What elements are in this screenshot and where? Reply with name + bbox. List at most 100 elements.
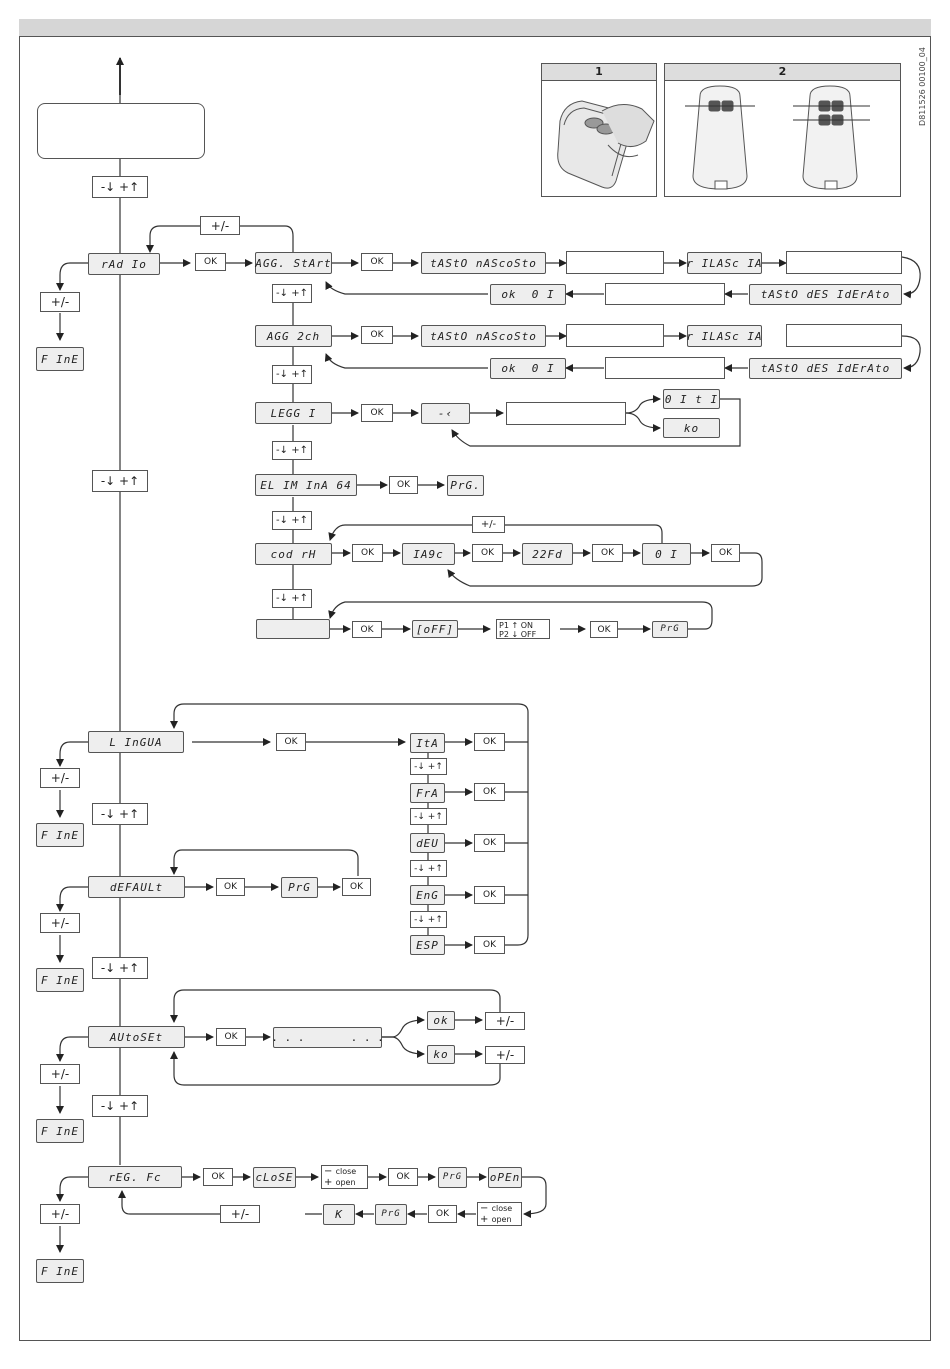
- ok-button[interactable]: OK: [474, 936, 505, 954]
- header-bar: [19, 19, 931, 37]
- close-open-box: − close + open: [477, 1202, 522, 1226]
- ok-button[interactable]: OK: [276, 733, 306, 751]
- tasto-nascosto-display: tAStO nAScoSto: [421, 252, 546, 274]
- ok-button[interactable]: OK: [590, 621, 618, 638]
- down-up-button[interactable]: -↓ +↑: [92, 803, 148, 825]
- k-display: K: [323, 1204, 355, 1225]
- ok-button[interactable]: OK: [388, 1168, 418, 1186]
- plusminus-button[interactable]: +/-: [485, 1046, 525, 1064]
- rilascia-display: r ILASc IA: [686, 325, 762, 347]
- ok-button[interactable]: OK: [389, 476, 418, 494]
- lang-esp[interactable]: ESP: [410, 935, 445, 955]
- down-up-button[interactable]: -↓ +↑: [410, 911, 447, 928]
- plusminus-button[interactable]: +/-: [220, 1205, 260, 1223]
- p1-p2-box: P1 ↑ ON P2 ↓ OFF: [496, 619, 550, 639]
- cod-rh-display: cod rH: [255, 543, 332, 565]
- ok01-display: ok 0 I: [490, 358, 566, 379]
- o1t1-display: 0 I t I: [663, 389, 720, 409]
- ok01-display: ok 0 I: [490, 284, 566, 305]
- down-up-button[interactable]: -↓ +↑: [92, 470, 148, 492]
- menu-autoset[interactable]: AUtoSEt: [88, 1026, 185, 1048]
- down-up-button[interactable]: -↓ +↑: [272, 589, 312, 608]
- menu-default[interactable]: dEFAULt: [88, 876, 185, 898]
- panel-1-box: [541, 80, 657, 197]
- ok-button[interactable]: OK: [474, 783, 505, 801]
- ok-display: ok: [427, 1011, 455, 1030]
- prg-display: PrG: [281, 877, 318, 898]
- ok-button[interactable]: OK: [592, 544, 623, 562]
- remote-buttons-illustration: [685, 85, 870, 190]
- plusminus-button[interactable]: +/-: [472, 516, 505, 533]
- down-up-button[interactable]: -↓ +↑: [272, 441, 312, 460]
- remote-code-display: [256, 619, 330, 639]
- lang-eng[interactable]: EnG: [410, 885, 445, 905]
- lang-deu[interactable]: dEU: [410, 833, 445, 853]
- plusminus-button[interactable]: +/-: [485, 1012, 525, 1030]
- down-up-button[interactable]: -↓ +↑: [410, 758, 447, 775]
- empty-box: [786, 251, 902, 274]
- panel-2-title: 2: [664, 63, 901, 81]
- down-up-button[interactable]: -↓ +↑: [92, 176, 148, 198]
- tasto-desiderato-display: tAStO dES IdErAto: [749, 358, 902, 379]
- fine-display: F InE: [36, 1119, 84, 1143]
- fine-display: F InE: [36, 347, 84, 371]
- empty-box: [786, 324, 902, 347]
- ok-button[interactable]: OK: [711, 544, 740, 562]
- menu-lingua[interactable]: L InGUA: [88, 731, 184, 753]
- panel-1-title: 1: [541, 63, 657, 81]
- ok-button[interactable]: OK: [361, 404, 393, 422]
- plusminus-button[interactable]: +/-: [40, 768, 80, 788]
- ok-button[interactable]: OK: [203, 1168, 233, 1186]
- plusminus-button[interactable]: +/-: [40, 1064, 80, 1084]
- fine-display: F InE: [36, 1259, 84, 1283]
- agg-2ch-display: AGG 2ch: [255, 325, 332, 347]
- tasto-desiderato-display: tAStO dES IdErAto: [749, 284, 902, 305]
- plusminus-button[interactable]: +/-: [40, 1204, 80, 1224]
- plusminus-button[interactable]: +/-: [200, 216, 240, 235]
- ok-button[interactable]: OK: [216, 878, 245, 896]
- progress-dots-display: . . . . . .: [271, 1027, 384, 1048]
- ok-button[interactable]: OK: [474, 886, 505, 904]
- empty-box: [605, 357, 725, 379]
- ok-button[interactable]: OK: [361, 253, 393, 271]
- ok-button[interactable]: OK: [216, 1028, 246, 1046]
- plusminus-button[interactable]: +/-: [40, 292, 80, 312]
- down-up-button[interactable]: -↓ +↑: [272, 284, 312, 303]
- panel-2-box: [664, 80, 901, 197]
- tasto-nascosto-display: tAStO nAScoSto: [421, 325, 546, 347]
- prg-display: PrG.: [447, 475, 484, 496]
- ko-display: ko: [427, 1045, 455, 1064]
- ok-button[interactable]: OK: [352, 544, 383, 562]
- down-up-button[interactable]: -↓ +↑: [272, 511, 312, 530]
- empty-box: [605, 283, 725, 305]
- ok-button[interactable]: OK: [195, 253, 226, 271]
- empty-box: [506, 402, 626, 425]
- rilascia-display: r ILASc IA: [686, 252, 762, 274]
- lang-fra[interactable]: FrA: [410, 783, 445, 803]
- ok-button[interactable]: OK: [428, 1205, 457, 1223]
- prg-display: PrG: [375, 1204, 407, 1225]
- ko-display: ko: [663, 418, 720, 438]
- code1-display: IA9c: [402, 543, 455, 565]
- down-up-button[interactable]: -↓ +↑: [92, 1095, 148, 1117]
- menu-radio[interactable]: rAd Io: [88, 253, 160, 275]
- ok-button[interactable]: OK: [474, 733, 505, 751]
- down-up-button[interactable]: -↓ +↑: [92, 957, 148, 979]
- down-up-button[interactable]: -↓ +↑: [410, 808, 447, 825]
- empty-box: [566, 251, 664, 274]
- plusminus-button[interactable]: +/-: [40, 913, 80, 933]
- down-up-button[interactable]: -↓ +↑: [410, 860, 447, 877]
- lang-ita[interactable]: ItA: [410, 733, 445, 753]
- down-up-button[interactable]: -↓ +↑: [272, 365, 312, 384]
- prg-display: PrG: [652, 621, 688, 638]
- ok-button[interactable]: OK: [342, 878, 371, 896]
- ok-button[interactable]: OK: [361, 326, 393, 344]
- menu-reg-fc[interactable]: rEG. Fc: [88, 1166, 182, 1188]
- ok-button[interactable]: OK: [474, 834, 505, 852]
- leggi-display: LEGG I: [255, 402, 332, 424]
- ok-button[interactable]: OK: [472, 544, 503, 562]
- prg-display: PrG: [438, 1167, 467, 1188]
- code3-display: 0 I: [642, 543, 691, 565]
- ok-button[interactable]: OK: [352, 621, 382, 638]
